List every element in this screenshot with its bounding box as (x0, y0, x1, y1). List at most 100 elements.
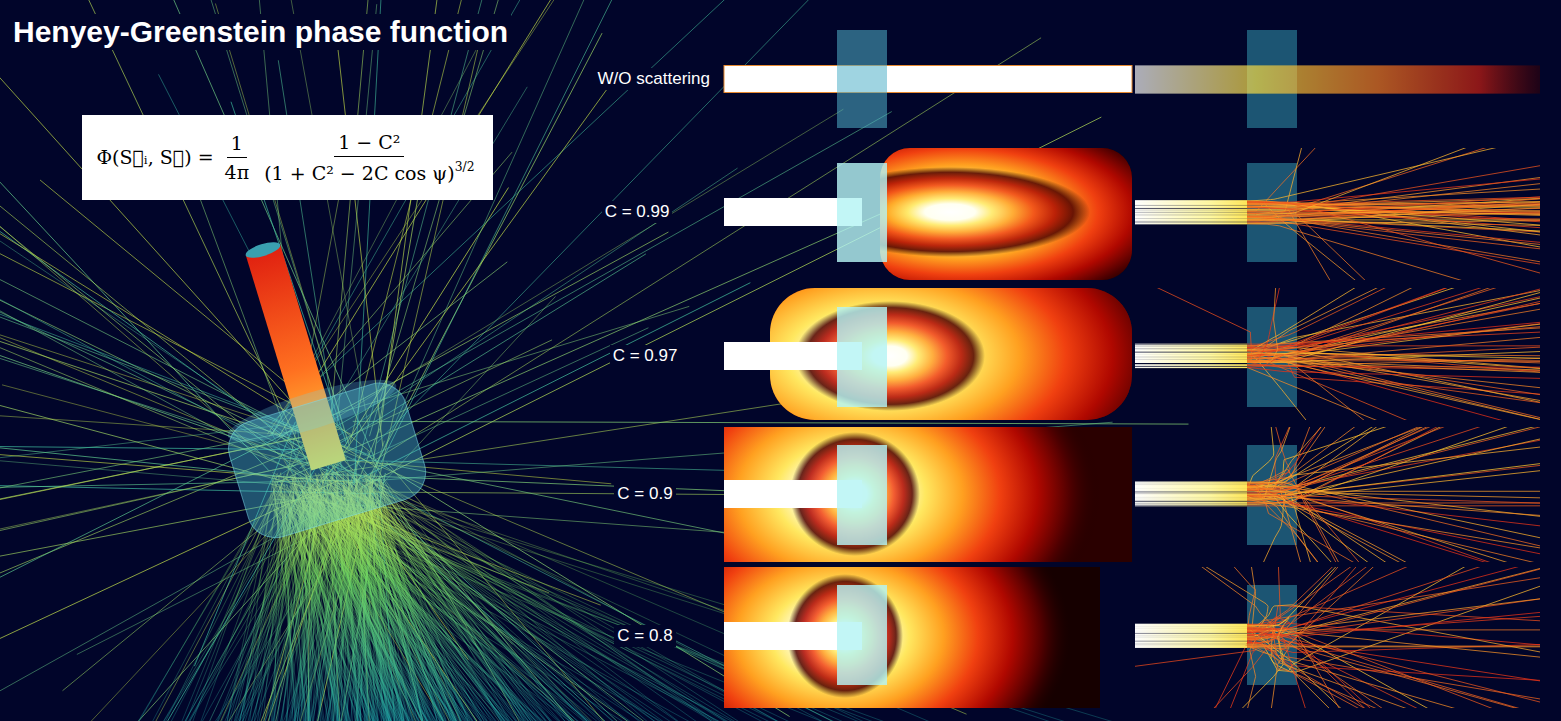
heat-ellipse (724, 567, 1070, 708)
slab (837, 163, 887, 262)
incoming-ray (1135, 639, 1247, 640)
incoming-ray (1135, 488, 1247, 489)
incoming-ray (1135, 367, 1247, 368)
incoming-ray (1135, 489, 1247, 490)
incoming-ray (1135, 631, 1247, 632)
incoming-ray (1135, 207, 1247, 208)
scattered-ray (1135, 625, 1256, 708)
incoming-ray (1135, 201, 1247, 202)
incoming-ray (1135, 632, 1247, 633)
scattered-ray (1247, 148, 1540, 215)
scattered-ray (1247, 291, 1540, 348)
incoming-ray (1135, 485, 1247, 486)
ray-group (1135, 288, 1540, 420)
light-ray (312, 485, 513, 721)
incoming-ray (1135, 362, 1247, 363)
incoming-ray (1135, 217, 1247, 218)
result-panels (570, 0, 1561, 721)
incoming-ray (1135, 647, 1247, 648)
numerator: 1 − C² (334, 131, 404, 157)
incoming-ray (1135, 347, 1247, 348)
incoming-ray (1135, 355, 1247, 356)
light-ray (1135, 83, 1540, 84)
incoming-ray (1135, 488, 1247, 489)
incoming-ray (1135, 485, 1247, 486)
scattered-ray (1247, 288, 1540, 356)
ray-trace (709, 0, 1561, 721)
slab (837, 445, 887, 545)
incoming-ray (1135, 202, 1247, 203)
ray-trace (1135, 30, 1540, 128)
incoming-ray (1135, 493, 1247, 494)
incoming-ray (1135, 492, 1247, 493)
scattered-ray (1247, 427, 1540, 491)
scattered-ray (1247, 288, 1540, 355)
light-ray (1135, 80, 1540, 81)
incoming-ray (1135, 501, 1247, 502)
light-ray (343, 496, 473, 721)
light-ray (380, 486, 512, 721)
scattered-ray (1247, 645, 1540, 708)
incoming-ray (1135, 639, 1247, 640)
incoming-ray (1135, 355, 1247, 356)
incoming-ray (1135, 217, 1247, 218)
incoming-ray (1135, 631, 1247, 632)
incoming-ray (1135, 625, 1247, 626)
scattered-ray (1247, 567, 1540, 631)
page-title: Henyey-Greenstein phase function (13, 15, 508, 48)
incoming-ray (1135, 213, 1247, 214)
scattered-ray (1135, 567, 1268, 626)
scattered-ray (1247, 427, 1540, 490)
incoming-ray (1135, 499, 1247, 500)
ray-group (1135, 66, 1540, 93)
incoming-ray (1135, 219, 1247, 220)
incoming-ray (1135, 495, 1247, 496)
incoming-ray (1135, 365, 1247, 366)
heat-glow (724, 567, 1100, 708)
row-label: C = 0.99 (605, 202, 670, 221)
light-ray (370, 474, 716, 721)
incoming-ray (1135, 360, 1247, 361)
scattered-ray (1247, 427, 1540, 486)
scattered-ray (1247, 500, 1540, 562)
incoming-ray (1135, 635, 1247, 636)
incoming-ray (1135, 624, 1247, 625)
intensity-map (724, 107, 1190, 317)
incoming-ray (1135, 214, 1247, 215)
incoming-ray (1135, 204, 1247, 205)
incoming-ray (1135, 483, 1247, 484)
incoming-ray (1135, 490, 1247, 491)
light-ray (1135, 68, 1540, 69)
row-label-patch: C = 0.8 (614, 625, 675, 647)
incoming-ray (1135, 484, 1247, 485)
incoming-ray (1135, 350, 1247, 351)
incoming-ray (1135, 494, 1247, 495)
row-label: C = 0.8 (617, 626, 672, 645)
incoming-ray (1135, 223, 1247, 224)
incoming-ray (1135, 639, 1247, 640)
title-patch: Henyey-Greenstein phase function (10, 14, 511, 50)
incoming-ray (1135, 220, 1247, 221)
scattered-ray (1247, 488, 1540, 505)
incoming-ray (1135, 490, 1247, 491)
incoming-ray (1135, 643, 1247, 644)
incoming-ray (1135, 645, 1247, 646)
incoming-ray (1135, 202, 1247, 203)
incoming-ray (1135, 487, 1247, 488)
denominator: 4π (221, 158, 254, 183)
incoming-ray (1135, 504, 1247, 505)
light-ray (1135, 92, 1540, 93)
incoming-ray (1135, 219, 1247, 220)
incoming-ray (1135, 629, 1247, 630)
incoming-ray (1135, 496, 1247, 497)
incoming-ray (1135, 646, 1247, 647)
light-ray (1135, 66, 1540, 67)
light-ray (16, 0, 309, 466)
incoming-ray (1135, 355, 1247, 356)
incoming-ray (1135, 207, 1247, 208)
incoming-ray (1135, 360, 1247, 361)
incoming-ray (1135, 361, 1247, 362)
incoming-ray (1135, 210, 1247, 211)
incoming-ray (1135, 626, 1247, 627)
